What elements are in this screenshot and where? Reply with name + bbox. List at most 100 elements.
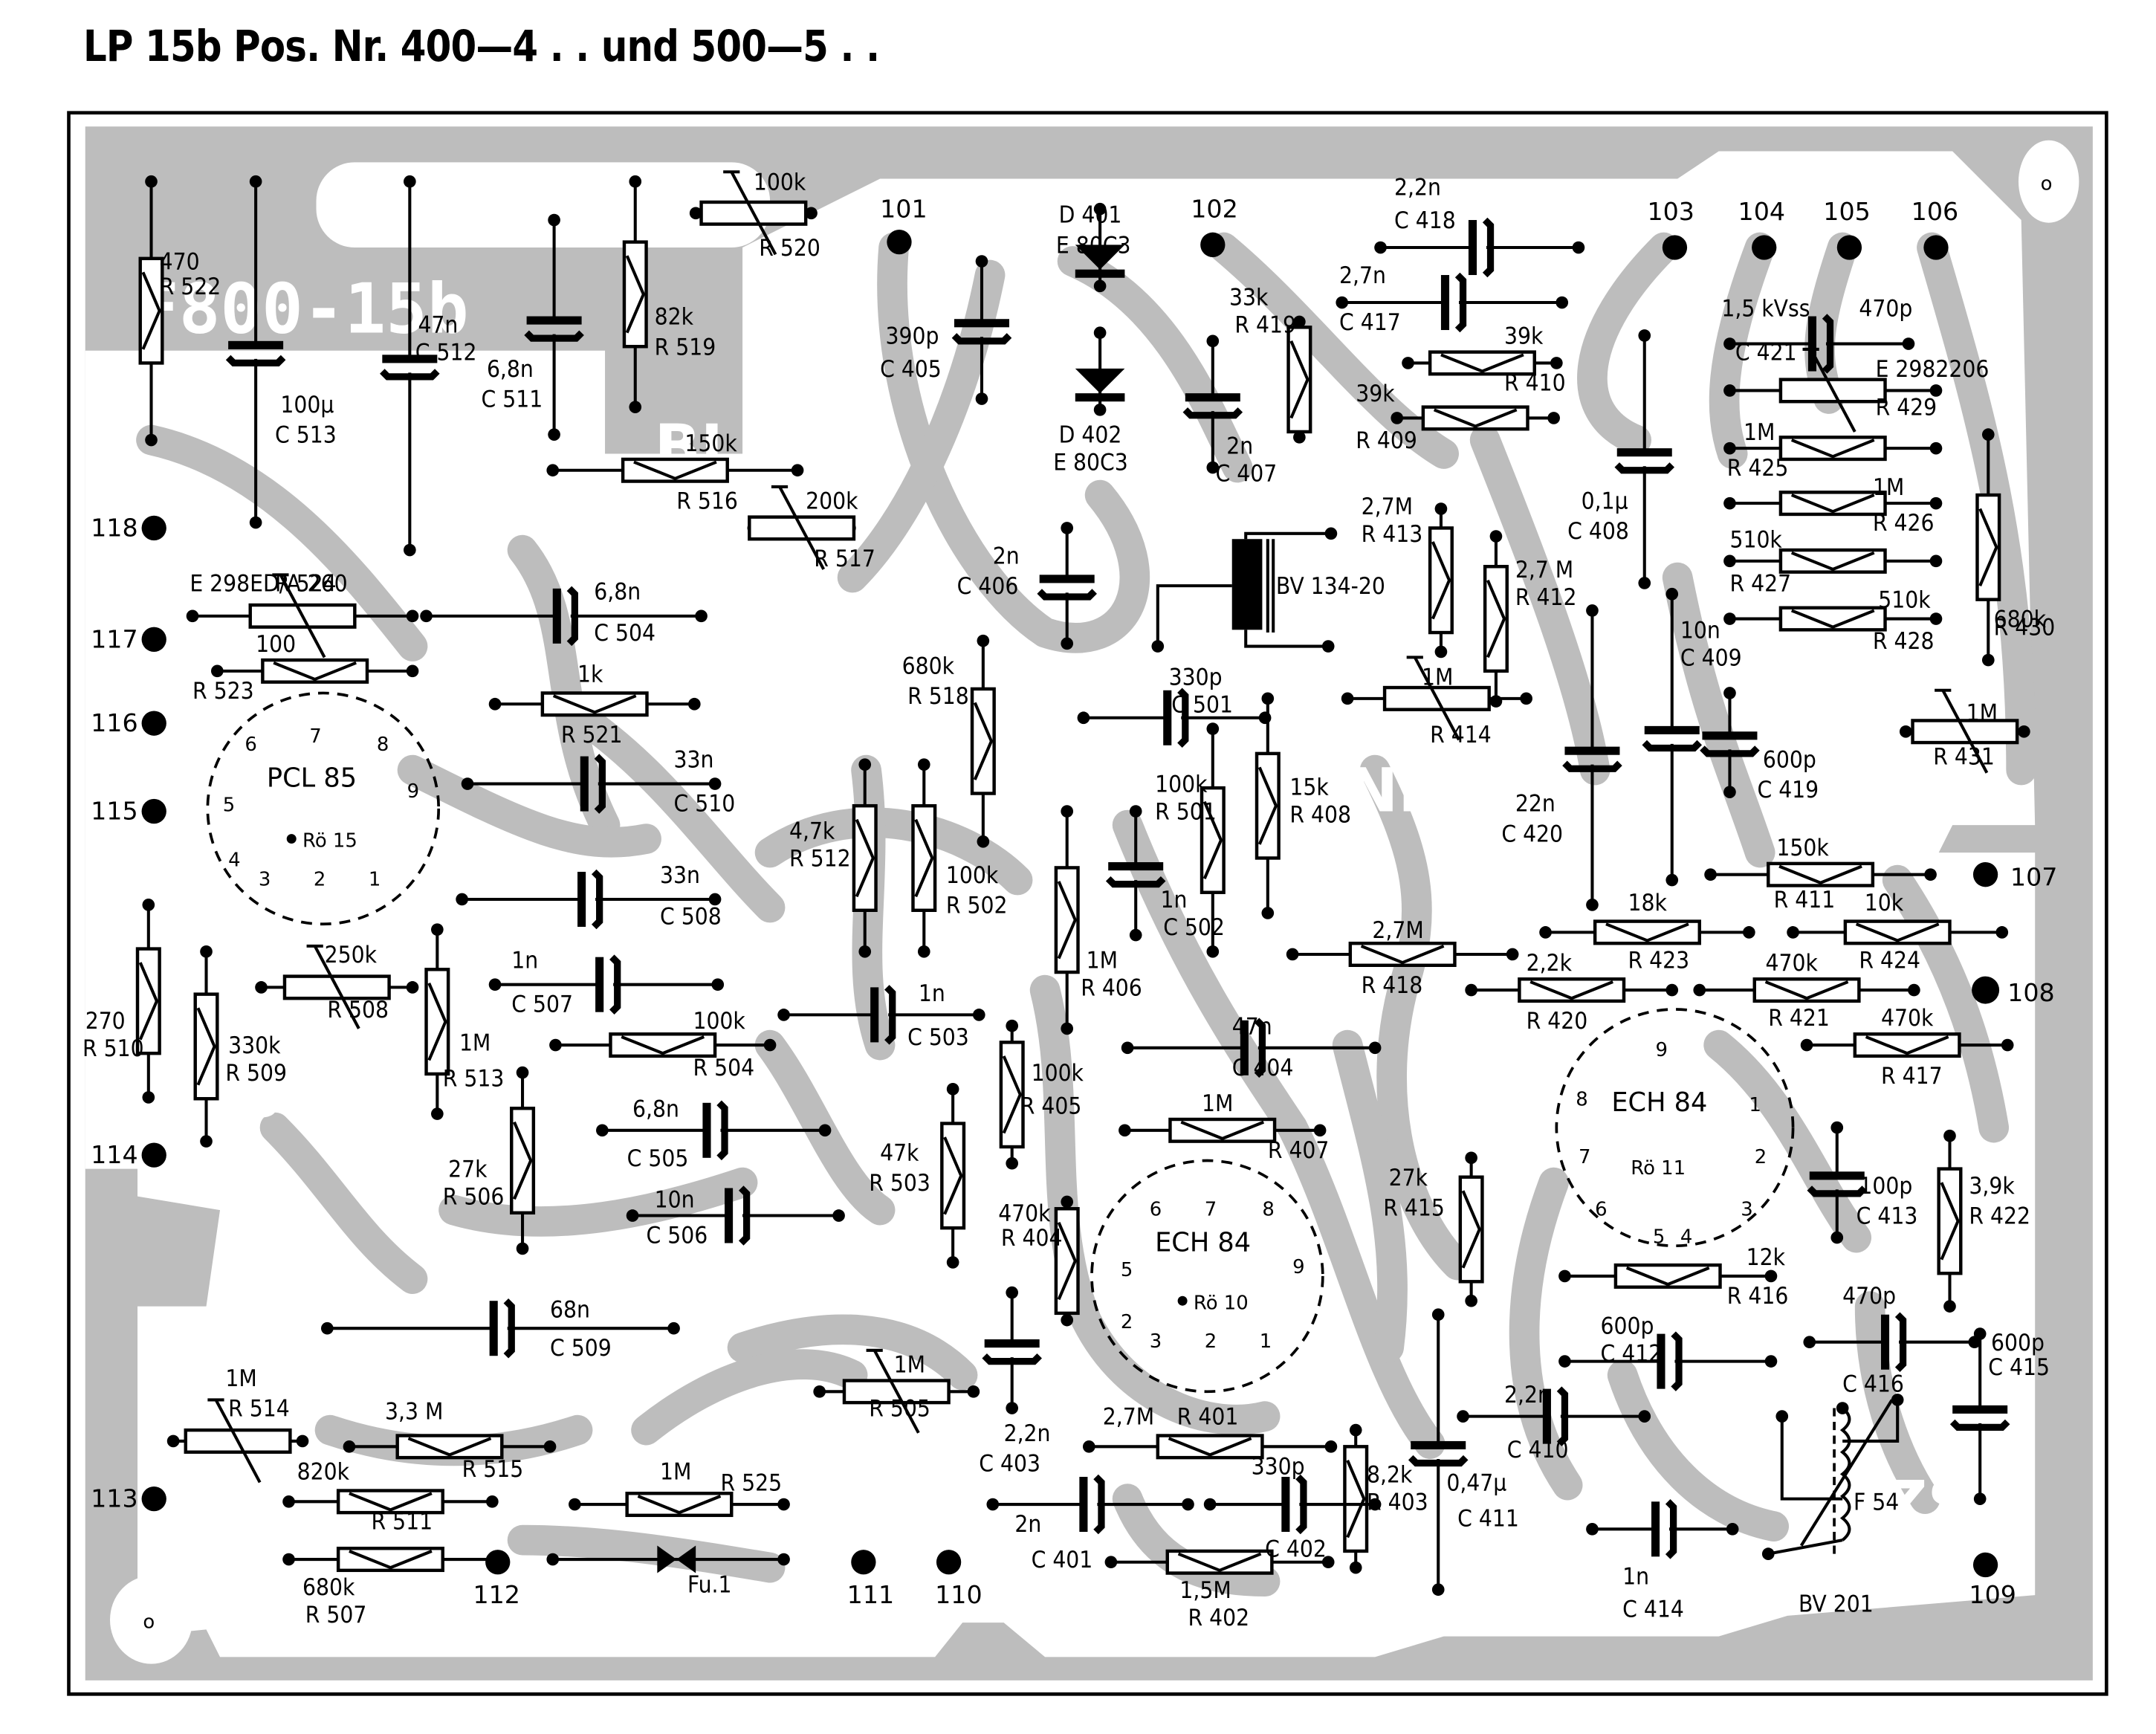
capacitor-c407[interactable]: 2nC 407 (1182, 334, 1277, 488)
capacitor-c507[interactable]: 1nC 507 (488, 947, 725, 1018)
resistor-r431[interactable]: 1MR 431 (1899, 688, 2030, 774)
terminal-118[interactable]: 118 (91, 514, 166, 543)
resistor-r512[interactable]: 4,7kR 512 (789, 758, 878, 958)
capacitor-c406[interactable]: 2nC 406 (957, 522, 1097, 650)
capacitor-c511[interactable]: 6,8nC 511 (482, 213, 584, 441)
resistor-r426[interactable]: 1MR 426 (1723, 474, 1943, 537)
resistor-r514[interactable]: 1MR 514 (166, 1365, 309, 1484)
terminal-107[interactable]: 107 (1972, 862, 2058, 891)
resistor-r521[interactable]: 1kR 521 (488, 661, 701, 748)
capacitor-c504[interactable]: 6,8nC 504 (420, 579, 708, 647)
resistor-r402[interactable]: 1,5MR 402 (1104, 1549, 1335, 1631)
capacitor-c505[interactable]: 6,8nC 505 (596, 1096, 832, 1172)
terminal-106[interactable]: 106 (1911, 197, 1959, 260)
terminal-101[interactable]: 101 (880, 194, 928, 255)
terminal-110[interactable]: 110 (935, 1550, 982, 1609)
terminal-115[interactable]: 115 (91, 797, 166, 826)
resistor-r413[interactable]: 2,7MR 413 (1362, 494, 1454, 659)
terminal-116[interactable]: 116 (91, 708, 166, 737)
coil-bv134-20[interactable]: BV 134-20 (1151, 527, 1385, 653)
terminal-105[interactable]: 105 (1823, 197, 1871, 260)
terminal-113[interactable]: 113 (91, 1484, 166, 1513)
capacitor-c503[interactable]: 1nC 503 (777, 980, 985, 1051)
terminal-108[interactable]: 108 (1972, 976, 2055, 1007)
capacitor-c417[interactable]: 2,7nC 417 (1336, 262, 1569, 336)
resistor-r505[interactable]: 1MR 505 (813, 1348, 980, 1434)
resistor-r414[interactable]: 1MR 414 (1341, 656, 1532, 748)
terminal-102[interactable]: 102 (1191, 194, 1238, 257)
resistor-r406[interactable]: 1MR 406 (1054, 805, 1142, 1035)
capacitor-c502[interactable]: 1nC 502 (1105, 805, 1225, 942)
resistor-r418[interactable]: 2,7MR 418 (1286, 917, 1519, 999)
resistor-r412[interactable]: 2,7 MR 412 (1483, 530, 1576, 708)
terminal-117[interactable]: 117 (91, 624, 166, 653)
capacitor-c418[interactable]: 2,2nC 418 (1374, 175, 1585, 278)
terminal-114[interactable]: 114 (91, 1140, 166, 1169)
capacitor-c410[interactable]: 2,2nC 410 (1457, 1382, 1651, 1463)
capacitor-c414[interactable]: 1nC 414 (1586, 1499, 1739, 1623)
resistor-r513[interactable]: 1MR 513 (424, 923, 505, 1120)
capacitor-c403[interactable]: 2,2nC 403 (979, 1286, 1050, 1478)
capacitor-c401[interactable]: 2nC 401 (986, 1474, 1194, 1573)
capacitor-c408[interactable]: 0,1µC 408 (1567, 329, 1675, 589)
resistor-r407[interactable]: 1MR 407 (1119, 1090, 1329, 1164)
resistor-r420[interactable]: 2,2kR 420 (1465, 950, 1679, 1035)
terminal-103[interactable]: 103 (1647, 197, 1694, 260)
terminal-109[interactable]: 109 (1969, 1552, 2016, 1609)
